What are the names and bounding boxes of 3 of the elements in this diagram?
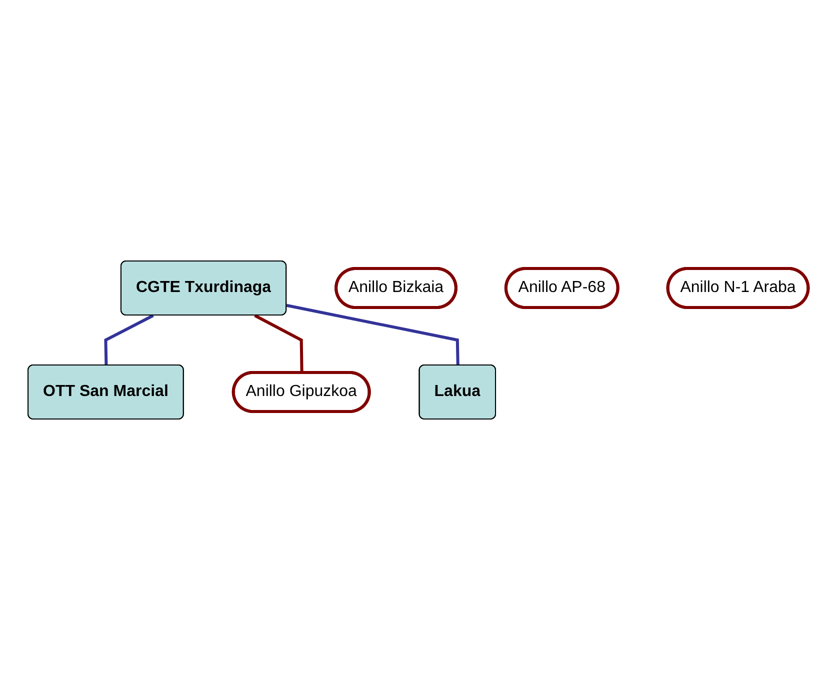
connector	[104, 314, 154, 366]
connector	[286, 303, 460, 366]
connector	[254, 314, 304, 373]
